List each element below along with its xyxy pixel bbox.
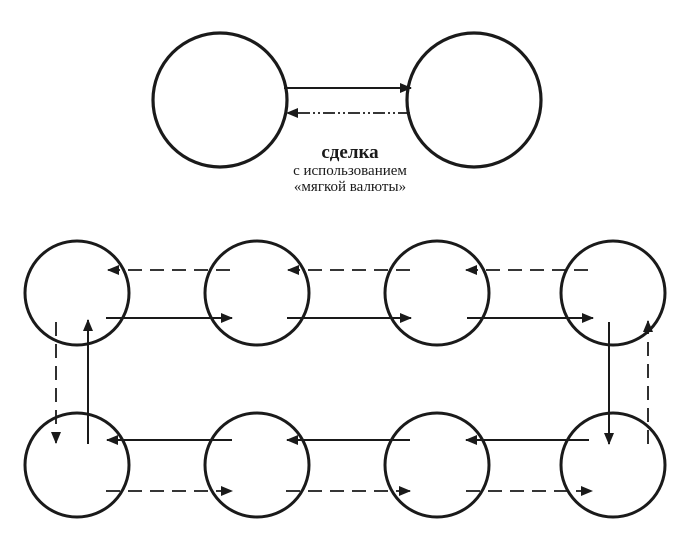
participant-circle-ring-4	[559, 239, 667, 347]
participant-circle-ring-2	[203, 239, 311, 347]
participant-circle-top-left	[151, 31, 289, 169]
participant-circle-ring-7	[383, 411, 491, 519]
participant-circle-ring-3	[383, 239, 491, 347]
caption-title: сделка	[321, 142, 379, 163]
caption-line-1: с использованием	[293, 163, 407, 179]
participant-circle-ring-5	[23, 411, 131, 519]
participant-circle-ring-8	[559, 411, 667, 519]
caption-line-2: «мягкой валюты»	[293, 179, 407, 195]
participant-circle-ring-6	[203, 411, 311, 519]
participant-circle-ring-1	[23, 239, 131, 347]
participant-circle-top-right	[405, 31, 543, 169]
